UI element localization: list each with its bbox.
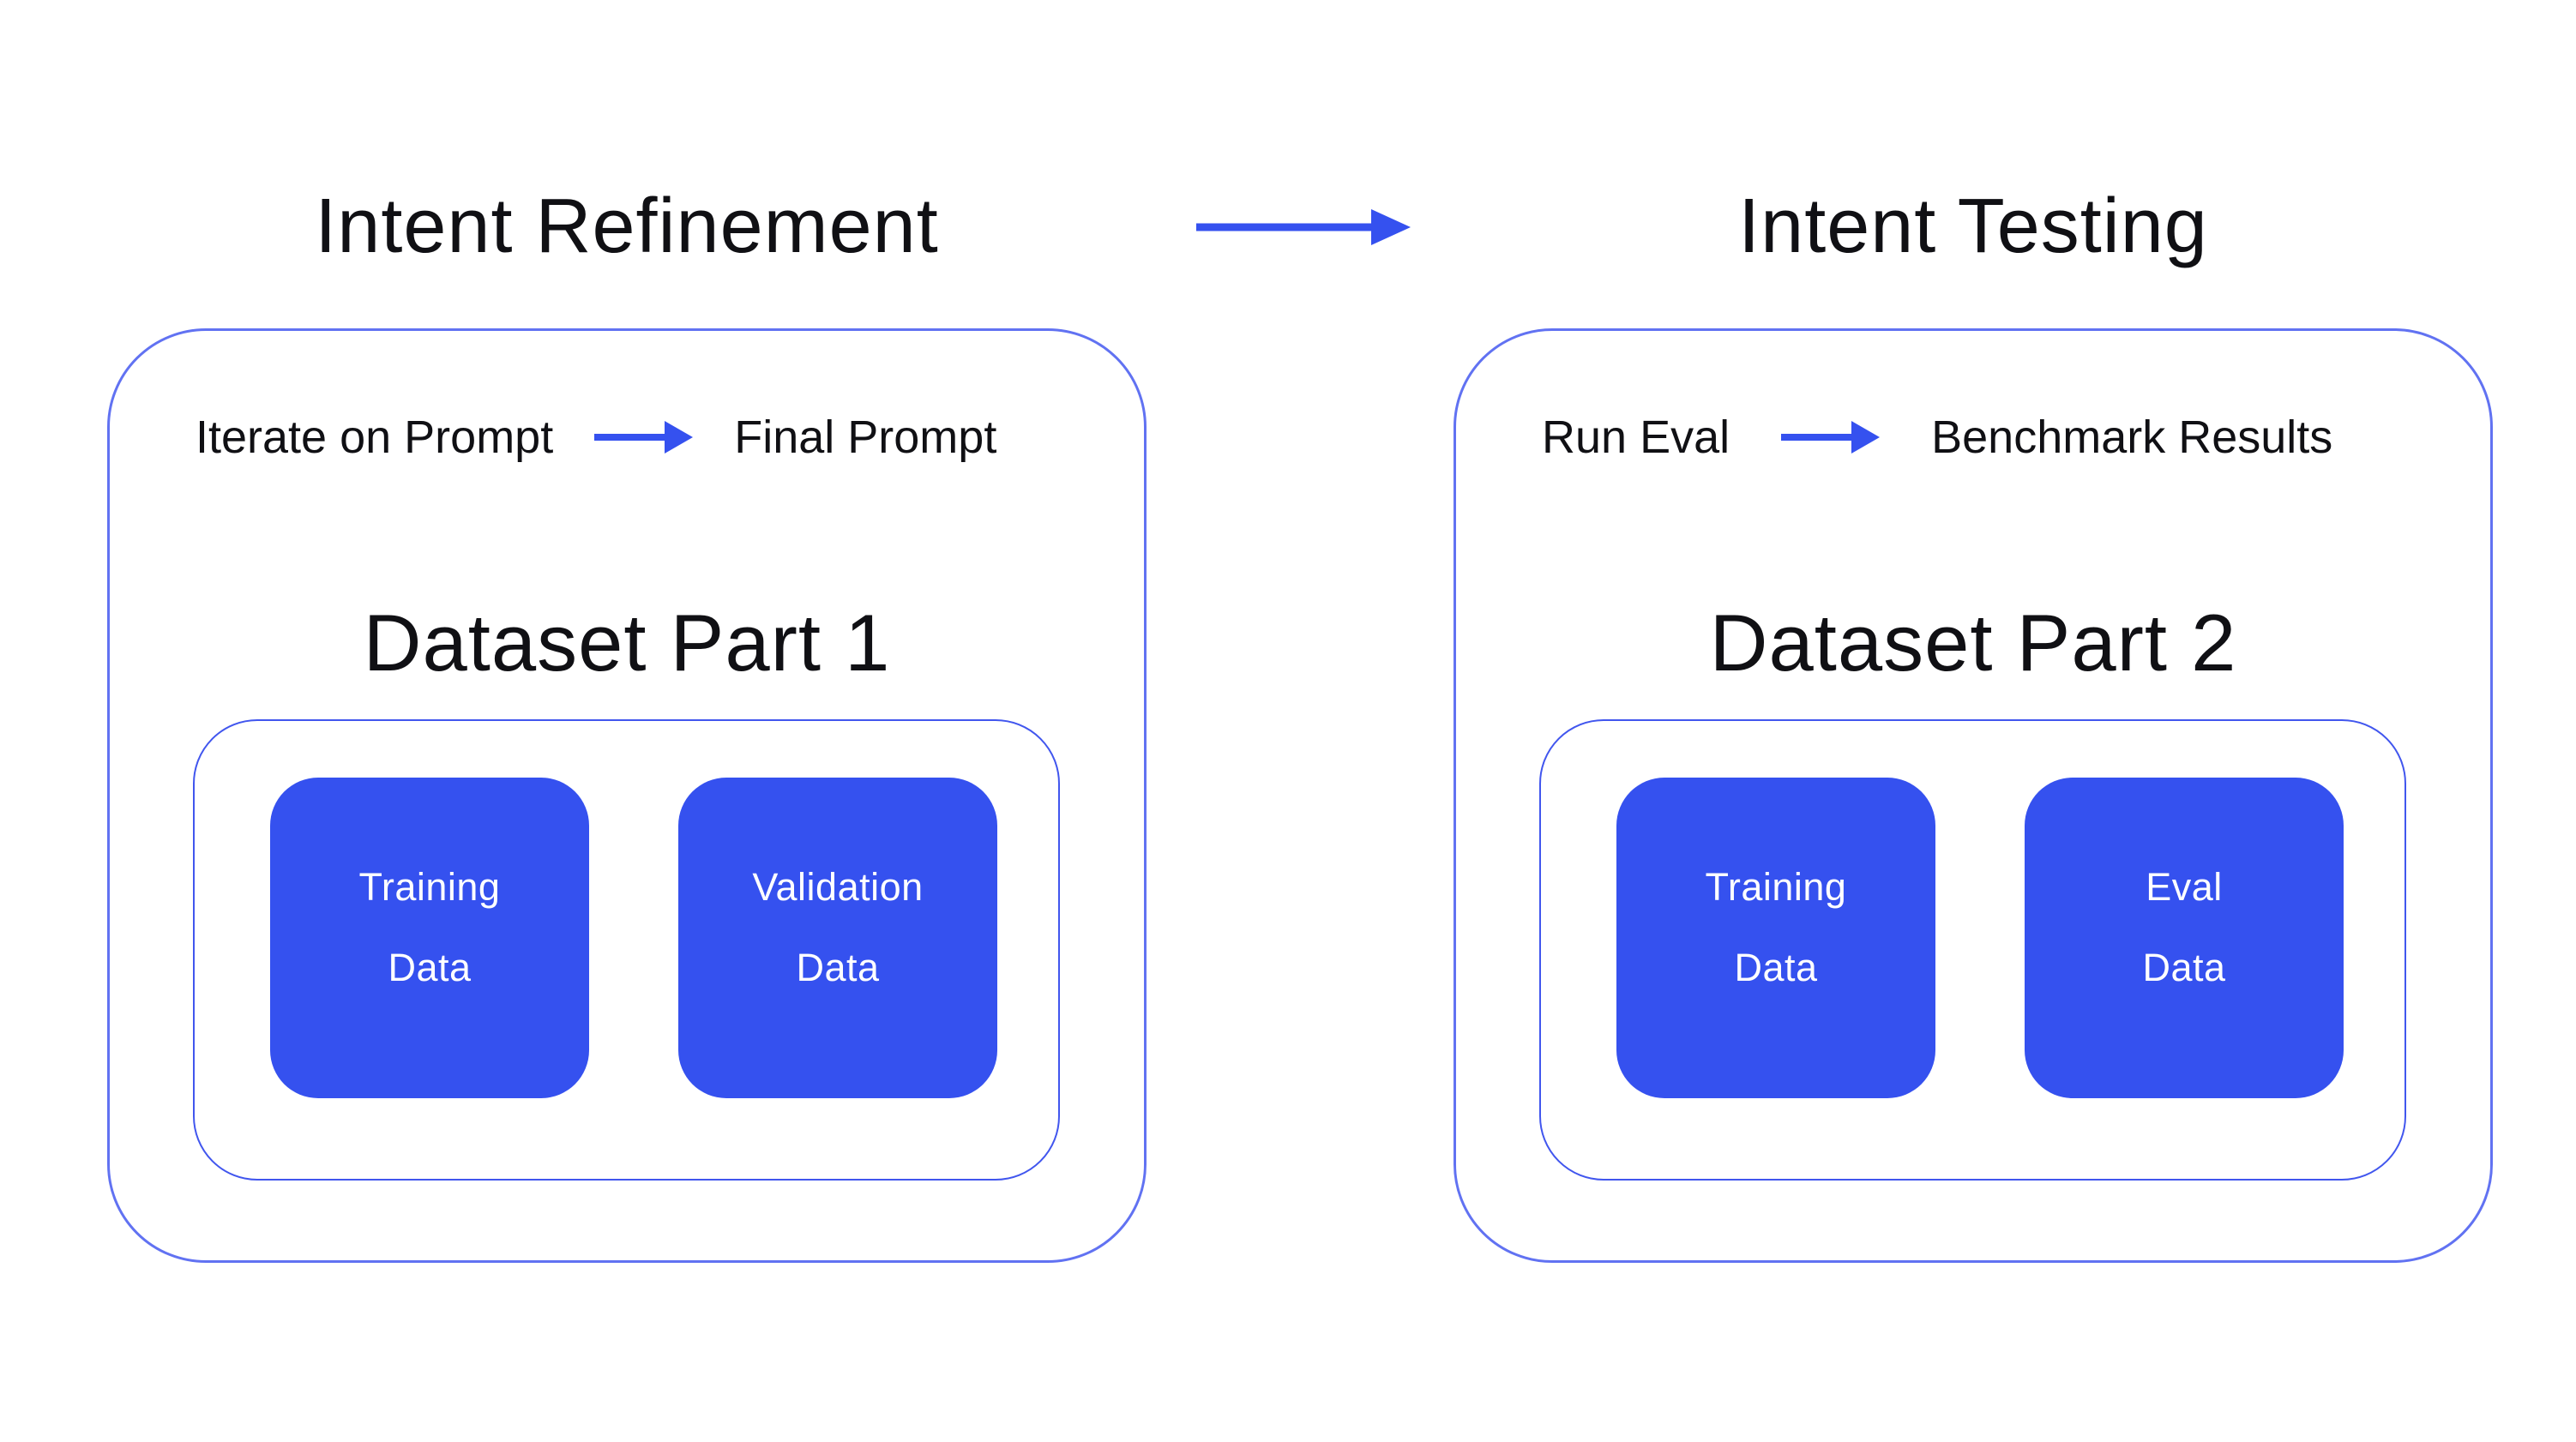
dataset-part-2-container: Training Data Eval Data bbox=[1539, 719, 2406, 1181]
dataset-part-1-title: Dataset Part 1 bbox=[363, 598, 891, 688]
process-to-label: Final Prompt bbox=[734, 412, 997, 463]
refinement-process-row: Iterate on Prompt Final Prompt bbox=[196, 406, 996, 468]
process-from-label: Iterate on Prompt bbox=[196, 412, 554, 463]
stage-flow-arrow-icon bbox=[1196, 205, 1411, 249]
right-stage-title: Intent Testing bbox=[1738, 183, 2208, 269]
validation-data-box: Validation Data bbox=[678, 778, 997, 1098]
training-data-box: Training Data bbox=[270, 778, 589, 1098]
data-box-label-line: Data bbox=[2142, 945, 2226, 989]
data-box-label-line: Data bbox=[796, 945, 880, 989]
data-box-label-line: Training bbox=[1705, 864, 1847, 909]
eval-data-box: Eval Data bbox=[2025, 778, 2344, 1098]
training-data-box: Training Data bbox=[1616, 778, 1935, 1098]
left-stage-title: Intent Refinement bbox=[315, 183, 939, 269]
data-box-label-line: Data bbox=[388, 945, 472, 989]
process-arrow-icon bbox=[594, 418, 694, 456]
process-arrow-icon bbox=[1781, 418, 1881, 456]
testing-process-row: Run Eval Benchmark Results bbox=[1542, 406, 2332, 468]
data-box-label-line: Training bbox=[358, 864, 501, 909]
data-box-label-line: Eval bbox=[2146, 864, 2223, 909]
data-box-label-line: Validation bbox=[752, 864, 924, 909]
intent-refinement-panel: Iterate on Prompt Final Prompt Dataset P… bbox=[107, 328, 1147, 1263]
dataset-part-1-container: Training Data Validation Data bbox=[193, 719, 1060, 1181]
process-to-label: Benchmark Results bbox=[1931, 412, 2333, 463]
dataset-part-2-title: Dataset Part 2 bbox=[1709, 598, 2237, 688]
data-box-label-line: Data bbox=[1734, 945, 1818, 989]
process-from-label: Run Eval bbox=[1542, 412, 1730, 463]
intent-testing-panel: Run Eval Benchmark Results Dataset Part … bbox=[1454, 328, 2493, 1263]
